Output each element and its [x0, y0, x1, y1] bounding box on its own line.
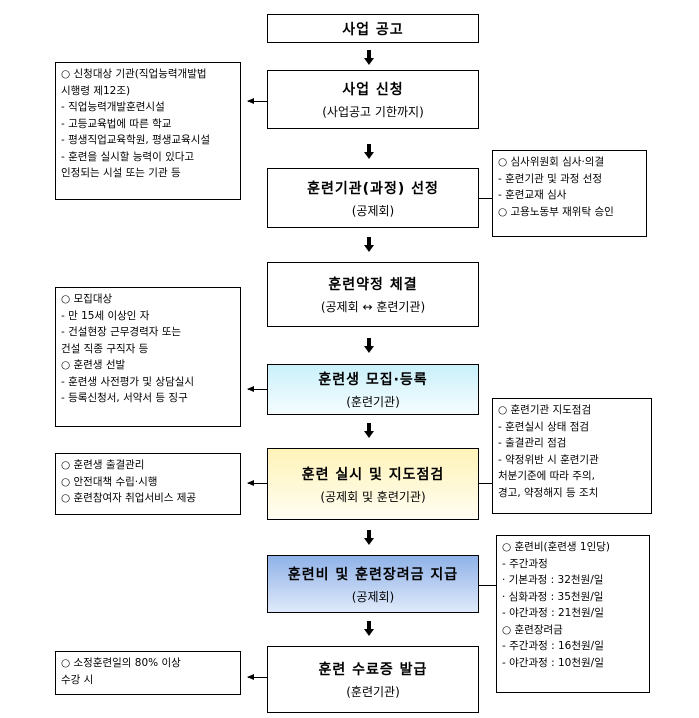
note-line: 처분기준에 따라 주의,	[498, 470, 595, 482]
note-line: 인정되는 시설 또는 기관 등	[61, 167, 181, 179]
note-line: ○ 고용노동부 재위탁 승인	[498, 205, 614, 218]
note-line: - 훈련생 사전평가 및 상담실시	[61, 375, 195, 388]
note-line: ○ 안전대책 수립·시행	[61, 475, 158, 488]
left-arrow-icon	[247, 98, 267, 104]
note-line: - 출결관리 점검	[498, 437, 567, 449]
note-line: ○ 훈련생 선발	[61, 359, 126, 371]
step-subtitle: (훈련기관)	[346, 685, 400, 699]
note-line: - 만 15세 이상인 자	[61, 309, 150, 322]
step-application: 사업 신청 (사업공고 기한까지)	[267, 70, 479, 129]
left-arrow-icon	[247, 386, 267, 392]
note-line: - 약정위반 시 훈련기관	[498, 453, 599, 466]
note-line: ○ 훈련기관 지도점검	[498, 404, 592, 416]
note-line: 건설 직종 구직자 등	[61, 342, 149, 355]
step-subtitle: (공제회 및 훈련기관)	[320, 489, 426, 504]
note-line: - 평생직업교육학원, 평생교육시설	[61, 134, 211, 146]
note-line: 시행령 제12조)	[61, 84, 131, 97]
down-arrow-icon	[364, 338, 374, 353]
step-subtitle: (훈련기관)	[346, 395, 400, 409]
note-line: · 기본과정 : 32천원/일	[502, 574, 604, 586]
note-recruitment-eligibility: ○ 모집대상 - 만 15세 이상인 자 - 건설현장 근무경력자 또는 건설 …	[55, 287, 241, 427]
down-arrow-icon	[364, 144, 374, 159]
note-line: ○ 소정훈련일의 80% 이상	[61, 657, 181, 669]
connector-line	[479, 198, 492, 199]
down-arrow-icon	[364, 50, 374, 65]
step-title: 훈련기관(과정) 선정	[307, 180, 439, 197]
note-line: - 훈련을 실시할 능력이 있다고	[61, 150, 195, 163]
step-implementation: 훈련 실시 및 지도점검 (공제회 및 훈련기관)	[267, 448, 479, 520]
note-line: ○ 심사위원회 심사·의결	[498, 156, 605, 168]
step-title: 훈련약정 체결	[328, 277, 418, 293]
note-line: - 훈련실시 상태 점검	[498, 420, 590, 433]
note-line: ○ 훈련장려금	[502, 623, 563, 636]
down-arrow-icon	[364, 530, 374, 545]
step-subtitle: (공제회)	[351, 203, 395, 218]
left-arrow-icon	[247, 480, 267, 486]
step-selection: 훈련기관(과정) 선정 (공제회)	[267, 168, 479, 228]
note-line: - 건설현장 근무경력자 또는	[61, 326, 182, 338]
step-subtitle: (사업공고 기한까지)	[322, 105, 424, 119]
step-title: 훈련비 및 훈련장려금 지급	[287, 566, 459, 583]
step-announcement: 사업 공고	[267, 14, 479, 43]
note-line: ○ 신청대상 기관(직업능력개발법	[61, 68, 207, 80]
note-application-eligibility: ○ 신청대상 기관(직업능력개발법 시행령 제12조) - 직업능력개발훈련시설…	[55, 62, 241, 200]
step-recruitment: 훈련생 모집·등록 (훈련기관)	[267, 364, 479, 415]
step-title: 훈련생 모집·등록	[318, 372, 428, 388]
note-selection-review: ○ 심사위원회 심사·의결 - 훈련기관 및 과정 선정 - 훈련교재 심사 ○…	[492, 150, 647, 237]
step-subtitle: (공제회)	[351, 589, 395, 604]
note-line: ○ 훈련참여자 취업서비스 제공	[61, 492, 197, 504]
note-line: - 야간과정 : 21천원/일	[502, 607, 604, 619]
step-title: 훈련 실시 및 지도점검	[301, 466, 445, 483]
note-inspection-details: ○ 훈련기관 지도점검 - 훈련실시 상태 점검 - 출결관리 점검 - 약정위…	[492, 398, 652, 514]
note-line: - 주간과정 : 16천원/일	[502, 640, 604, 652]
note-line: - 직업능력개발훈련시설	[61, 101, 165, 113]
note-line: 경고, 약정해지 등 조치	[498, 486, 599, 499]
note-line: ○ 모집대상	[61, 293, 113, 305]
connector-line	[479, 483, 492, 484]
down-arrow-icon	[364, 423, 374, 438]
note-line: ○ 훈련생 출결관리	[61, 459, 145, 471]
note-line: - 등록신청서, 서약서 등 징구	[61, 392, 188, 404]
note-line: - 고등교육법에 따른 학교	[61, 117, 172, 130]
note-line: · 심화과정 : 35천원/일	[502, 590, 604, 603]
connector-line	[479, 585, 496, 586]
step-payment: 훈련비 및 훈련장려금 지급 (공제회)	[267, 555, 479, 613]
step-title: 사업 공고	[342, 21, 404, 38]
step-completion: 훈련 수료증 발급 (훈련기관)	[267, 646, 479, 713]
note-line: - 주간과정	[502, 557, 548, 570]
left-arrow-icon	[247, 674, 267, 680]
down-arrow-icon	[364, 237, 374, 252]
step-title: 사업 신청	[342, 82, 404, 98]
step-agreement: 훈련약정 체결 (공제회 ↔ 훈련기관)	[267, 262, 479, 327]
note-payment-rates: ○ 훈련비(훈련생 1인당) - 주간과정 · 기본과정 : 32천원/일 · …	[496, 535, 650, 693]
down-arrow-icon	[364, 621, 374, 636]
note-line: 수강 시	[61, 673, 94, 686]
step-title: 훈련 수료증 발급	[318, 662, 428, 678]
note-implementation-duties: ○ 훈련생 출결관리 ○ 안전대책 수립·시행 ○ 훈련참여자 취업서비스 제공	[55, 453, 241, 515]
note-line: - 야간과정 : 10천원/일	[502, 656, 604, 669]
note-line: ○ 훈련비(훈련생 1인당)	[502, 541, 610, 553]
note-completion-criteria: ○ 소정훈련일의 80% 이상 수강 시	[55, 651, 241, 695]
note-line: - 훈련교재 심사	[498, 189, 567, 201]
step-subtitle: (공제회 ↔ 훈련기관)	[320, 300, 426, 314]
note-line: - 훈련기관 및 과정 선정	[498, 172, 603, 185]
